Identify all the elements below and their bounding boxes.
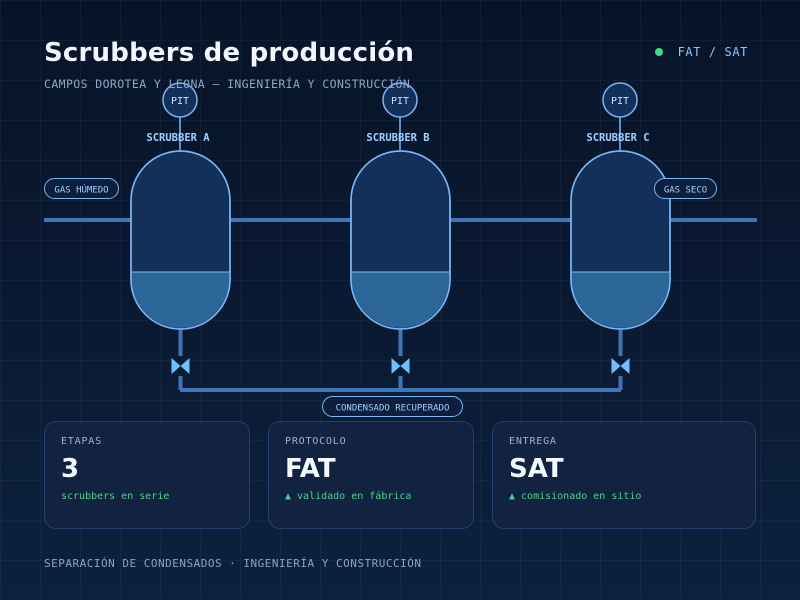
vessel-outline: [570, 150, 671, 330]
card-label: PROTOCOLO: [285, 436, 347, 447]
delivery-card: ENTREGA SAT ▲ comisionado en sitio: [492, 421, 756, 529]
liquid-level: [571, 272, 670, 328]
drain-valve-icon[interactable]: [611, 358, 630, 374]
condensate-label-pill: [322, 396, 463, 417]
scrubber-a: PIT SCRUBBER A: [130, 82, 231, 390]
page-title: Scrubbers de producción: [44, 38, 415, 68]
pressure-indicator-icon: [382, 82, 418, 118]
drain-valve-icon[interactable]: [171, 358, 190, 374]
instrument-tag: PIT: [611, 96, 629, 107]
status-indicator: FAT / SAT: [654, 45, 748, 59]
card-note: ▲ validado en fábrica: [285, 490, 412, 502]
status-text: FAT / SAT: [677, 45, 748, 59]
page-subtitle: CAMPOS DOROTEA Y LEONA — INGENIERÍA Y CO…: [44, 77, 411, 91]
card-value: SAT: [509, 454, 564, 484]
outlet-label: GAS SECO: [654, 178, 717, 199]
inlet-label: GAS HÚMEDO: [44, 178, 119, 199]
scrubber-c: PIT SCRUBBER C: [570, 82, 671, 390]
pressure-indicator-icon: [602, 82, 638, 118]
liquid-level: [131, 272, 230, 328]
condensate-label: CONDENSADO RECUPERADO: [322, 396, 463, 417]
outlet-label-text: GAS SECO: [664, 186, 707, 196]
vessel-outline: [130, 150, 231, 330]
scrubber-b: PIT SCRUBBER B: [350, 82, 451, 390]
drain-valve-icon[interactable]: [391, 358, 410, 374]
instrument-tag: PIT: [171, 96, 189, 107]
status-dot-icon: [654, 48, 663, 56]
inlet-label-text: GAS HÚMEDO: [54, 184, 108, 196]
vessel-name: SCRUBBER B: [366, 132, 429, 144]
pressure-indicator-icon: [162, 82, 198, 118]
condensate-label-text: CONDENSADO RECUPERADO: [336, 404, 450, 414]
instrument-tag: PIT: [391, 96, 409, 107]
vessel-outline: [350, 150, 451, 330]
outlet-label-pill: [654, 178, 717, 199]
liquid-level: [351, 272, 450, 328]
card-label: ENTREGA: [509, 436, 557, 447]
protocol-card: PROTOCOLO FAT ▲ validado en fábrica: [268, 421, 474, 529]
vessel-name: SCRUBBER A: [146, 132, 210, 144]
stages-card: ETAPAS 3 scrubbers en serie: [44, 421, 250, 529]
card-value: FAT: [285, 454, 336, 484]
card-label: ETAPAS: [61, 436, 102, 447]
vessel-name: SCRUBBER C: [586, 132, 649, 144]
card-note: ▲ comisionado en sitio: [509, 490, 642, 502]
card-note: scrubbers en serie: [61, 490, 170, 502]
inlet-label-pill: [44, 178, 119, 199]
footer-text: SEPARACIÓN DE CONDENSADOS · INGENIERÍA Y…: [44, 557, 422, 570]
card-value: 3: [61, 454, 80, 484]
